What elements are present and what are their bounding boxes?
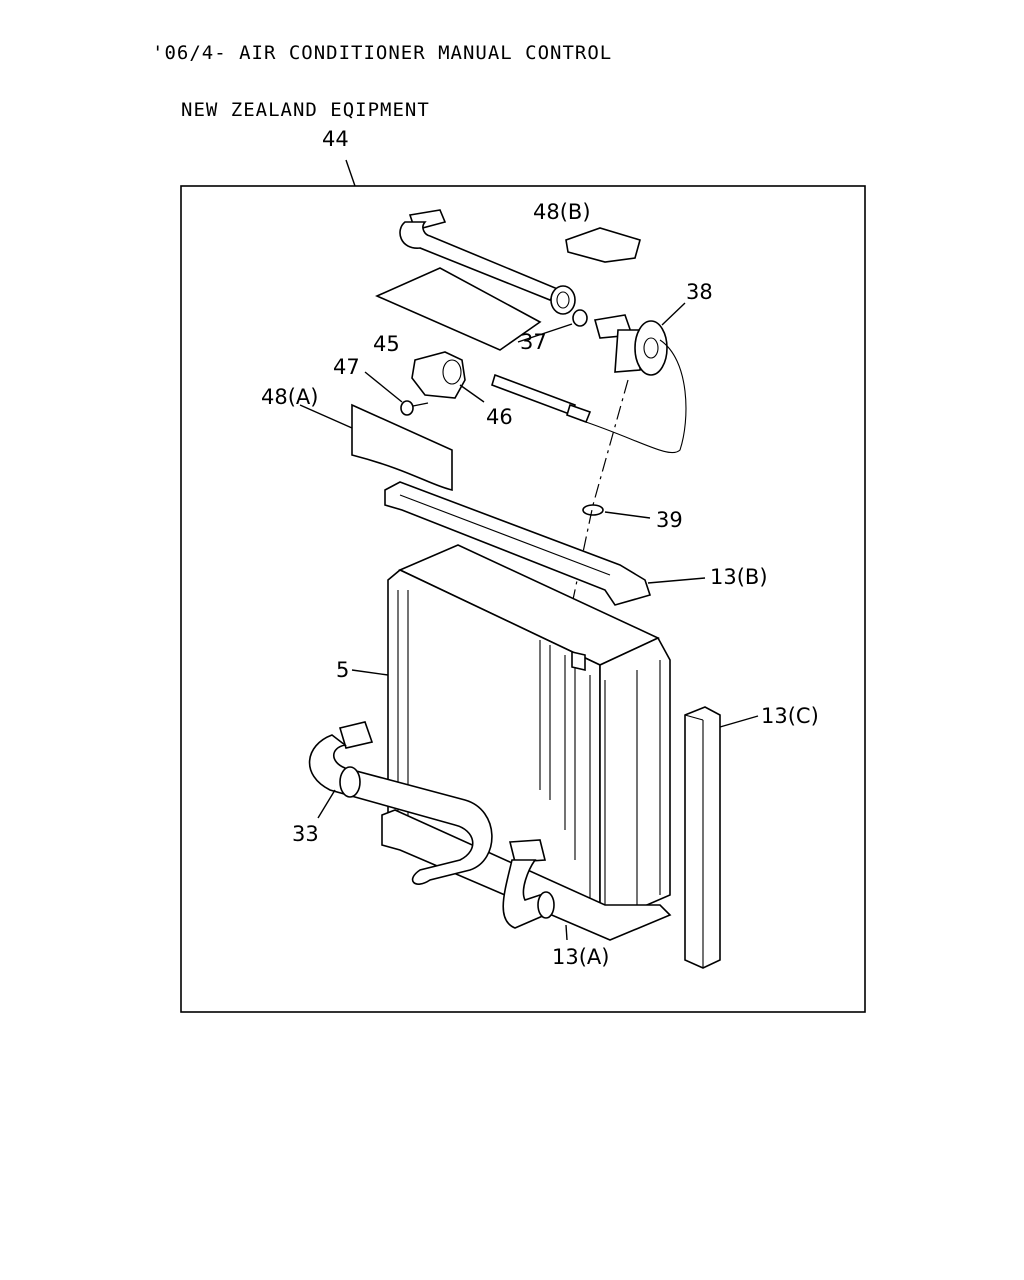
clip-46 bbox=[411, 351, 466, 399]
assembly-frame bbox=[180, 185, 866, 1013]
title-line-1: '06/4- AIR CONDITIONER MANUAL CONTROL bbox=[152, 42, 613, 64]
callout-46: 46 bbox=[486, 405, 513, 429]
callout-39: 39 bbox=[656, 508, 683, 532]
seal-48a bbox=[351, 403, 453, 492]
leader-44 bbox=[345, 159, 356, 187]
callout-33: 33 bbox=[292, 822, 319, 846]
leader-39 bbox=[604, 511, 651, 519]
leader-13b bbox=[647, 577, 706, 584]
callout-48a: 48(A) bbox=[261, 385, 318, 409]
diagram-title: '06/4- AIR CONDITIONER MANUAL CONTROL NE… bbox=[152, 6, 612, 139]
leader-13a bbox=[565, 924, 568, 941]
callout-37: 37 bbox=[520, 330, 547, 354]
callout-13c: 13(C) bbox=[761, 704, 819, 728]
bracket-13b bbox=[384, 481, 652, 606]
callout-47: 47 bbox=[333, 355, 360, 379]
callout-13b: 13(B) bbox=[710, 565, 768, 589]
leader-47 bbox=[364, 371, 403, 403]
callout-38: 38 bbox=[686, 280, 713, 304]
seal-48b bbox=[565, 227, 641, 263]
leader-48a bbox=[299, 404, 353, 429]
screw-47 bbox=[400, 400, 429, 416]
leader-38 bbox=[661, 302, 686, 326]
callout-44: 44 bbox=[322, 127, 349, 151]
callout-45: 45 bbox=[373, 332, 400, 356]
leader-46 bbox=[459, 384, 485, 403]
callout-13a: 13(A) bbox=[552, 945, 609, 969]
packing-39 bbox=[582, 504, 604, 516]
o-ring-37 bbox=[572, 309, 588, 327]
callout-48b: 48(B) bbox=[533, 200, 591, 224]
gasket-45 bbox=[375, 267, 542, 351]
sensor-bulb bbox=[491, 373, 592, 424]
pipe-33 bbox=[308, 721, 555, 929]
callout-5: 5 bbox=[336, 658, 349, 682]
title-line-2: NEW ZEALAND EQIPMENT bbox=[181, 99, 430, 121]
leader-33 bbox=[317, 789, 336, 819]
leader-37 bbox=[517, 323, 573, 343]
expansion-valve-38 bbox=[579, 314, 687, 454]
leader-5 bbox=[351, 669, 389, 676]
upper-pipe bbox=[399, 209, 576, 315]
pad-13c bbox=[684, 706, 721, 969]
leader-13c bbox=[719, 715, 759, 728]
